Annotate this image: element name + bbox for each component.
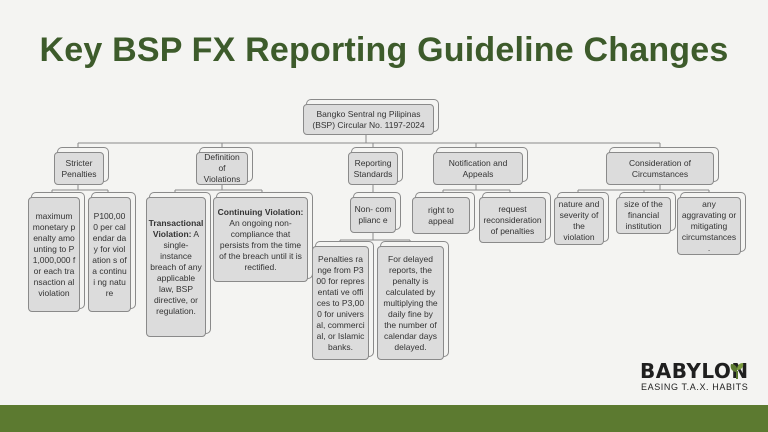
item-right-to-appeal: right to appeal: [412, 197, 470, 234]
continuing-label: Continuing Violation:: [217, 206, 304, 217]
item-penalties-range: Penalties range from P300 for representa…: [312, 246, 369, 360]
category-consideration-of-circumstances: Consideration of Circumstances: [606, 152, 714, 185]
item-maximum-monetary-penalty: maximum monetary penalty amounting to P1…: [28, 197, 80, 312]
logo-wordmark: BABYLON: [640, 359, 749, 383]
item-noncompliance: Non- complianc e: [350, 197, 396, 233]
item-transactional-violation: Transactional Violation: A single-instan…: [146, 197, 206, 337]
item-size-of-institution: size of the financial institution: [616, 197, 671, 234]
transactional-label: Transactional Violation:: [148, 217, 204, 239]
root-node: Bangko Sentral ng Pilipinas (BSP) Circul…: [303, 104, 434, 135]
category-reporting-standards: Reporting Standards: [348, 152, 398, 185]
item-aggravating-circumstances: any aggravating or mitigating circumstan…: [677, 197, 741, 255]
logo-tagline: EASING T.A.X. HABITS: [641, 382, 749, 392]
footer-bar: [0, 405, 768, 432]
item-delayed-reports: For delayed reports, the penalty is calc…: [377, 246, 444, 360]
babylon-logo: BABYLON EASING T.A.X. HABITS: [640, 360, 758, 396]
category-notification-and-appeals: Notification and Appeals: [433, 152, 523, 185]
item-continuing-violation: Continuing Violation: An ongoing non-com…: [213, 197, 308, 282]
item-request-reconsideration: request reconsideration of penalties: [479, 197, 546, 243]
item-nature-and-severity: nature and severity of the violation: [554, 197, 604, 245]
page-title: Key BSP FX Reporting Guideline Changes: [39, 31, 729, 69]
category-definition-of-violations: Definition of Violations: [196, 152, 248, 185]
leaf-icon: [730, 363, 744, 379]
item-per-day-penalty: P100,00 0 per calendar day for violation…: [88, 197, 131, 312]
category-stricter-penalties: Stricter Penalties: [54, 152, 104, 185]
